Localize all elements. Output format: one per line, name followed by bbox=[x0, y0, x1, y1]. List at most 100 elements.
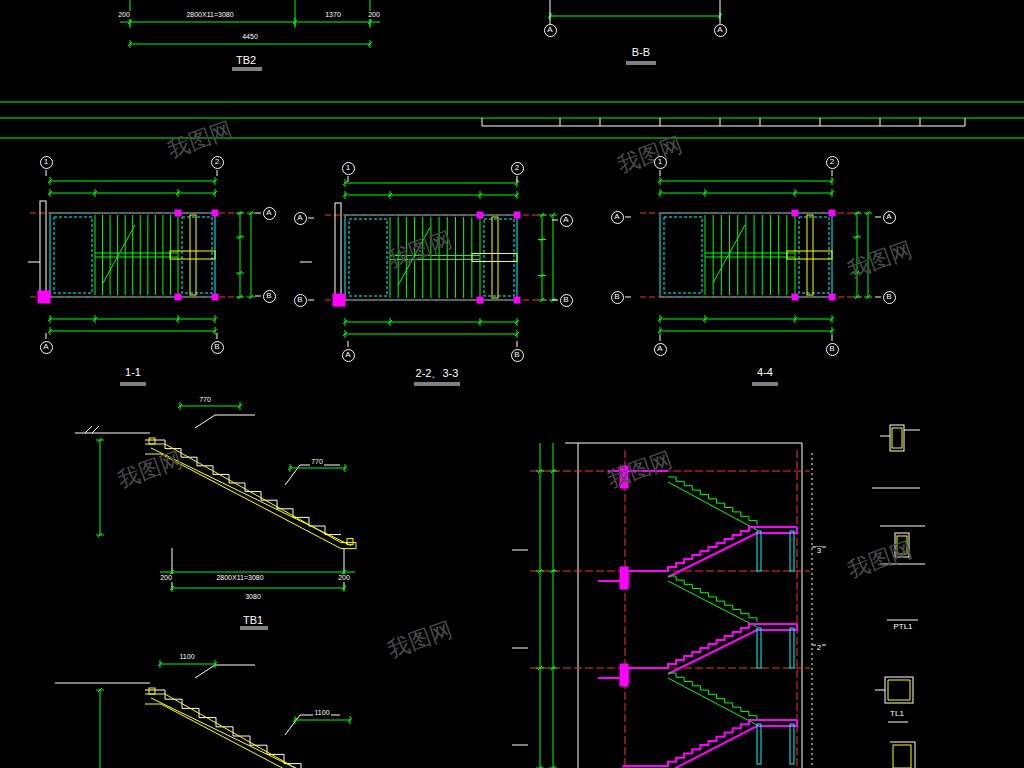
drawing-line bbox=[705, 253, 795, 254]
dimension-label: PTL1 bbox=[892, 623, 913, 632]
drawing-line bbox=[887, 620, 918, 621]
drawing-line bbox=[0, 102, 1024, 103]
drawing-line bbox=[552, 300, 558, 301]
drawing-path bbox=[668, 624, 797, 674]
drawing-line bbox=[50, 319, 215, 320]
drawing-line bbox=[236, 297, 244, 298]
drawing-line bbox=[75, 433, 150, 434]
watermark: 我图网 bbox=[614, 132, 686, 178]
drawing-path bbox=[890, 742, 915, 768]
drawing-rect bbox=[790, 531, 794, 571]
axis-letter: A bbox=[345, 351, 350, 359]
dimension-label: 200 bbox=[367, 11, 381, 19]
axis-bubble: B bbox=[560, 294, 573, 307]
drawing-path bbox=[668, 576, 757, 622]
drawing-line bbox=[215, 315, 216, 323]
drawing-rect bbox=[335, 203, 341, 300]
drawing-rect bbox=[757, 531, 761, 571]
watermark: 我图网 bbox=[114, 447, 186, 493]
drawing-rect bbox=[477, 297, 483, 303]
drawing-path bbox=[195, 415, 255, 428]
drawing-rect bbox=[182, 217, 212, 293]
drawing-line bbox=[0, 138, 1024, 139]
drawing-line bbox=[160, 664, 215, 665]
drawing-rect bbox=[890, 425, 904, 451]
axis-bubble: 2 bbox=[511, 162, 524, 175]
watermark: 我图网 bbox=[164, 117, 236, 163]
axis-bubble: B bbox=[883, 291, 896, 304]
drawing-line bbox=[345, 322, 517, 323]
axis-letter: A bbox=[297, 214, 302, 222]
drawing-line bbox=[721, 215, 722, 295]
drawing-line bbox=[754, 215, 755, 295]
drawing-line bbox=[160, 572, 355, 573]
drawing-rect bbox=[333, 294, 345, 306]
axis-bubble: A bbox=[883, 211, 896, 224]
axis-bubble: A bbox=[714, 24, 727, 37]
drawing-line bbox=[538, 275, 546, 276]
drawing-line bbox=[50, 193, 215, 194]
dimension-label: 4-4 bbox=[756, 366, 774, 378]
drawing-line bbox=[482, 126, 965, 127]
drawing-line bbox=[517, 341, 518, 347]
drawing-line bbox=[875, 217, 881, 218]
drawing-line bbox=[549, 668, 557, 669]
axis-letter: A bbox=[886, 213, 891, 221]
drawing-line bbox=[236, 213, 244, 214]
drawing-line bbox=[345, 334, 517, 335]
drawing-line bbox=[668, 482, 757, 530]
drawing-line bbox=[864, 213, 872, 214]
drawing-line bbox=[660, 297, 661, 337]
drawing-line bbox=[550, 0, 551, 24]
drawing-rect bbox=[38, 291, 50, 303]
drawing-line bbox=[517, 191, 518, 199]
drawing-line bbox=[240, 213, 241, 297]
drawing-line bbox=[295, 716, 296, 724]
axis-bubble: A bbox=[560, 214, 573, 227]
axis-letter: 1 bbox=[658, 158, 662, 166]
drawing-line bbox=[705, 215, 706, 295]
drawing-line bbox=[853, 213, 861, 214]
drawing-line bbox=[538, 766, 542, 768]
drawing-line bbox=[832, 177, 833, 185]
drawing-line bbox=[130, 40, 131, 48]
drawing-line bbox=[236, 237, 244, 238]
drawing-line bbox=[560, 118, 561, 126]
drawing-line bbox=[625, 297, 631, 298]
drawing-line bbox=[795, 215, 796, 295]
drawing-line bbox=[215, 189, 216, 197]
axis-bubble: A bbox=[294, 212, 307, 225]
dimension-label: 200 bbox=[117, 11, 131, 19]
axis-bubble: A bbox=[263, 207, 276, 220]
drawing-line bbox=[625, 217, 631, 218]
drawing-line bbox=[553, 443, 554, 768]
drawing-line bbox=[668, 678, 757, 725]
axis-letter: B bbox=[886, 293, 891, 301]
drawing-rect bbox=[623, 766, 629, 768]
drawing-line bbox=[95, 253, 178, 254]
axis-bubble: 2 bbox=[826, 156, 839, 169]
drawing-line bbox=[812, 453, 813, 768]
drawing-path bbox=[195, 665, 255, 678]
drawing-line bbox=[553, 215, 554, 300]
dimension-label: 2 bbox=[816, 644, 822, 653]
drawing-line bbox=[344, 584, 345, 592]
drawing-line bbox=[308, 218, 314, 219]
drawing-line bbox=[904, 430, 920, 431]
drawing-path bbox=[888, 680, 910, 700]
drawing-rect bbox=[492, 217, 498, 298]
drawing-line bbox=[130, 44, 370, 45]
drawing-line bbox=[660, 177, 661, 185]
drawing-path bbox=[668, 673, 757, 720]
drawing-line bbox=[512, 648, 528, 649]
watermark: 我图网 bbox=[604, 447, 676, 493]
drawing-line bbox=[132, 215, 133, 295]
drawing-line bbox=[920, 118, 921, 126]
drawing-path bbox=[145, 690, 318, 768]
drawing-line bbox=[390, 191, 391, 199]
drawing-line bbox=[178, 215, 179, 295]
drawing-line bbox=[345, 195, 517, 196]
drawing-line bbox=[552, 220, 558, 221]
drawing-line bbox=[880, 436, 890, 437]
